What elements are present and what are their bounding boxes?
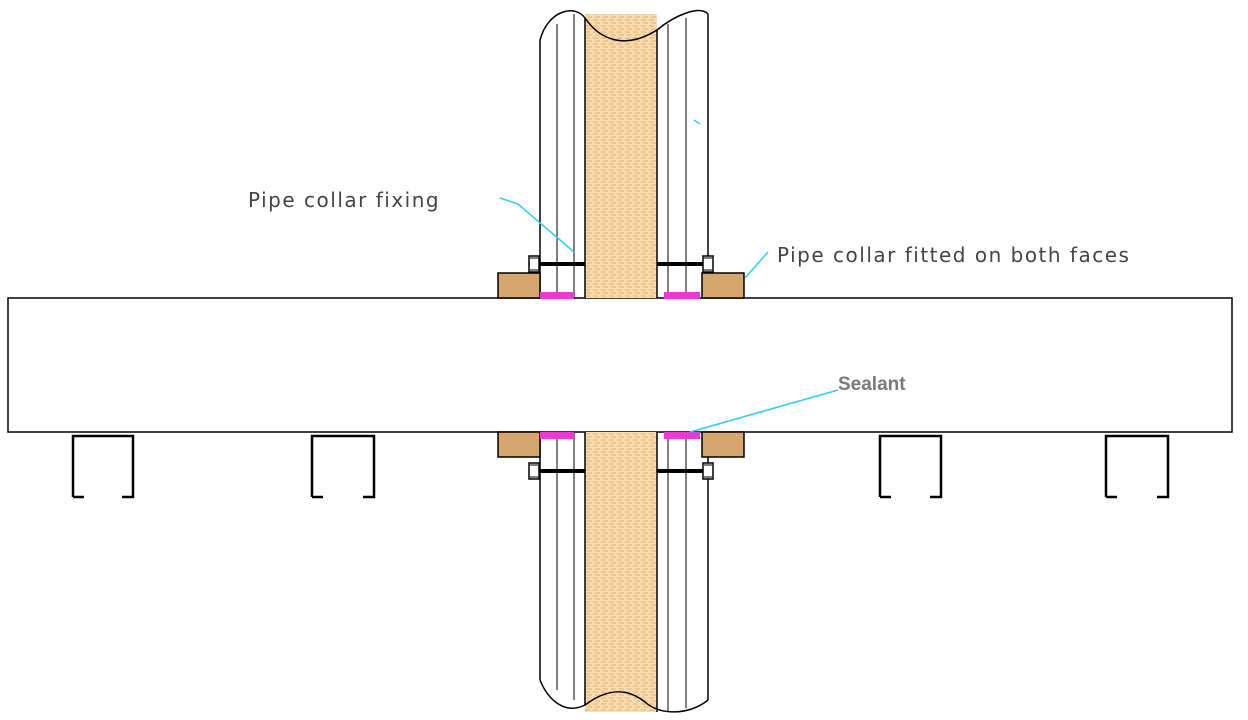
leader-pipe-collar-fixing [499, 197, 575, 253]
collar-top-left [497, 272, 541, 299]
collar-fixings [528, 255, 714, 480]
c-channel-studs [71, 434, 1170, 499]
leader-pipe-collar-both-faces [744, 251, 769, 279]
leader-sealant [689, 389, 839, 433]
collar-bottom-left [497, 431, 541, 458]
sealant-strips [540, 292, 700, 439]
pipe-bottom [539, 432, 709, 713]
pipe-break-bottom [539, 679, 709, 713]
stud-1 [71, 434, 135, 499]
label-pipe-collar-both-faces: Pipe collar fitted on both faces [777, 243, 1130, 267]
collar-bottom-right [701, 431, 745, 458]
pipe-top [539, 9, 709, 298]
pipe-collars [497, 272, 745, 458]
label-pipe-collar-fixing: Pipe collar fixing [248, 188, 440, 212]
stud-2 [310, 434, 376, 499]
stud-3 [878, 434, 943, 499]
wall-panel [7, 297, 1233, 433]
leader-lines [499, 119, 839, 433]
pipe-insulation-bottom [585, 432, 657, 712]
label-sealant: Sealant [838, 374, 906, 395]
pipe-insulation-top [585, 14, 657, 298]
pipe-break-top [539, 9, 709, 42]
collar-top-right [701, 272, 745, 299]
stud-4 [1104, 434, 1170, 499]
